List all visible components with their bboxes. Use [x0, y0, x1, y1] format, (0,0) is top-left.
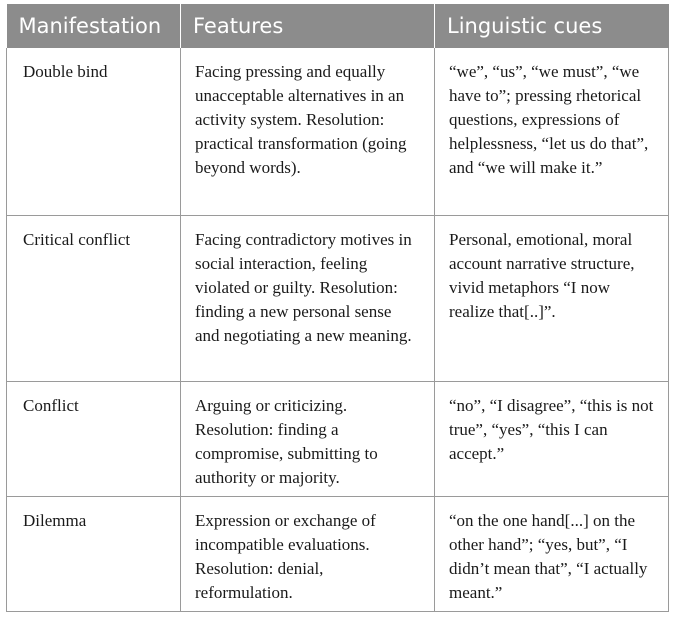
table-row: Critical conflict Facing contradictory m…: [6, 215, 669, 382]
cues-cell: “no”, “I disagree”, “this is not true”, …: [434, 381, 669, 497]
features-cell: Facing contradictory motives in social i…: [180, 215, 435, 382]
header-linguistic-cues: Linguistic cues: [434, 4, 669, 48]
manifestation-cell: Dilemma: [6, 496, 181, 612]
table-row: Dilemma Expression or exchange of incomp…: [6, 496, 669, 612]
manifestation-cell: Double bind: [6, 48, 181, 216]
contradictions-table: Manifestation Features Linguistic cues D…: [6, 4, 669, 612]
header-row: Manifestation Features Linguistic cues: [6, 4, 669, 48]
table-row: Conflict Arguing or criticizing. Resolut…: [6, 381, 669, 497]
table-row: Double bind Facing pressing and equally …: [6, 48, 669, 216]
cues-cell: “we”, “us”, “we must”, “we have to”; pre…: [434, 48, 669, 216]
features-cell: Facing pressing and equally unacceptable…: [180, 48, 435, 216]
features-cell: Expression or exchange of incompatible e…: [180, 496, 435, 612]
table-header: Manifestation Features Linguistic cues: [6, 4, 669, 48]
features-cell: Arguing or criticizing. Resolution: find…: [180, 381, 435, 497]
manifestation-cell: Conflict: [6, 381, 181, 497]
cues-cell: Personal, emotional, moral account narra…: [434, 215, 669, 382]
header-features: Features: [180, 4, 435, 48]
header-manifestation: Manifestation: [6, 4, 181, 48]
cues-cell: “on the one hand[...] on the other hand”…: [434, 496, 669, 612]
manifestation-cell: Critical conflict: [6, 215, 181, 382]
table-body: Double bind Facing pressing and equally …: [6, 48, 669, 612]
